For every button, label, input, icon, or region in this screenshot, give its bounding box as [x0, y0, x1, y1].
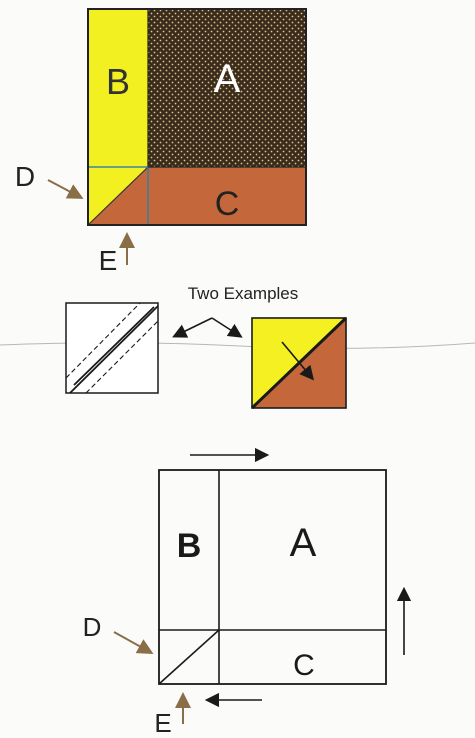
press-direction-arrow [281, 341, 315, 381]
top-label-c: C [215, 185, 240, 223]
examples-arrow-right [211, 317, 243, 338]
bottom-callout-e: E [154, 708, 171, 738]
top-callout-e: E [99, 245, 118, 276]
top-label-a: A [214, 57, 241, 101]
examples-caption: Two Examples [188, 284, 299, 303]
example-hst-square [250, 316, 348, 410]
top-colored-block: A B C D E [15, 8, 307, 276]
top-callout-d-arrow [47, 179, 84, 199]
bottom-hst-diagonal [158, 629, 220, 685]
top-block-border [87, 8, 307, 226]
bottom-label-c: C [293, 649, 315, 682]
bottom-label-a: A [290, 521, 317, 565]
examples-group: Two Examples [65, 284, 348, 410]
top-patch-c [148, 167, 306, 225]
top-hst-diagonal [87, 166, 149, 226]
bottom-callout-d-arrow [113, 631, 154, 654]
top-callout-d: D [15, 161, 35, 192]
bottom-label-b: B [177, 527, 202, 565]
bottom-outline-block: A B C D E [83, 447, 412, 738]
top-patch-a [148, 9, 306, 167]
examples-arrow-left [172, 317, 213, 338]
top-patch-b [88, 9, 148, 167]
top-label-b: B [106, 61, 130, 102]
bottom-block-border [158, 469, 387, 685]
bottom-callout-d: D [83, 612, 102, 642]
example-seam-square [65, 302, 159, 394]
